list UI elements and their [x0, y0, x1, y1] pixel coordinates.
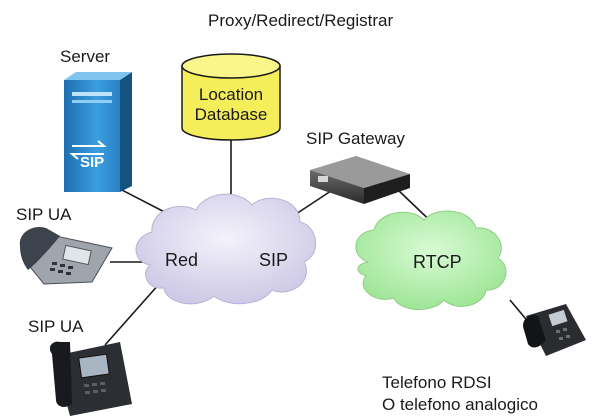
isdn-phone-icon: [523, 304, 586, 356]
proxy-redirect-registrar-label: Proxy/Redirect/Registrar: [208, 11, 394, 30]
network-cloud: [135, 193, 317, 305]
database-icon: [181, 53, 281, 141]
location-label: Location: [199, 85, 263, 104]
desk-phone-icon: [49, 341, 132, 416]
network-sip-label: SIP: [259, 250, 288, 270]
sip-ua-label-top: SIP UA: [16, 205, 72, 224]
line-phone2-network: [104, 282, 161, 346]
network-red-label: Red: [165, 250, 198, 270]
server-sip-logo: SIP: [80, 154, 104, 171]
server-icon: [64, 72, 132, 192]
telefono-label-line1: Telefono RDSI: [382, 373, 492, 392]
sip-ua-label-bottom: SIP UA: [28, 317, 84, 336]
server-label: Server: [60, 47, 110, 66]
rtcp-label: RTCP: [413, 252, 462, 272]
gateway-icon: [310, 156, 410, 204]
sip-gateway-label: SIP Gateway: [306, 129, 405, 148]
database-label: Database: [195, 105, 268, 124]
rtcp-cloud: [355, 210, 507, 311]
ip-phone-icon: [19, 226, 113, 285]
telefono-label-line2: O telefono analogico: [382, 395, 538, 414]
